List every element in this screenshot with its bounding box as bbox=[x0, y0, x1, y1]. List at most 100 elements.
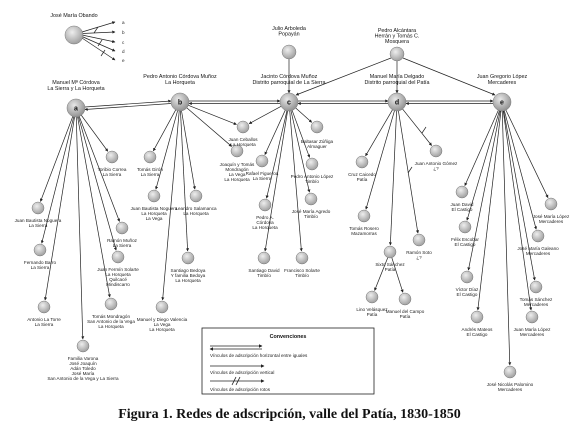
leaf-label-e1-line: El Castigo bbox=[452, 207, 473, 212]
leaf-label-a3-line: La Sierra bbox=[31, 265, 50, 270]
vertical-link-a-a6 bbox=[43, 116, 75, 301]
leaf-node-b5 bbox=[181, 251, 195, 265]
top-node-alcantara bbox=[389, 46, 405, 62]
top-label-alcantara-line: Pedro Alcántara bbox=[378, 28, 416, 34]
leaf-node-e9 bbox=[503, 365, 517, 379]
leaf-node-e5 bbox=[460, 270, 474, 284]
leaf-label-b3-line: La Horqueta bbox=[141, 211, 167, 216]
leaf-label-e4-line: José María Galeano bbox=[517, 246, 559, 251]
leaf-label-d3-line: Tomás Rosero bbox=[349, 226, 379, 231]
legend-horizontal-sample bbox=[209, 344, 263, 351]
leaf-label-c1-line: Baltasar Zúñiga bbox=[301, 139, 334, 144]
leaf-label-e2-line: José María López bbox=[533, 214, 570, 219]
leaf-label-a4-line: Ramón Muñoz bbox=[107, 238, 138, 243]
leaf-label-e7-line: Andrés Mateos bbox=[462, 327, 494, 332]
obando-link-a bbox=[81, 21, 116, 33]
leaf-label-b6-line: La Vega bbox=[154, 322, 171, 327]
leaf-label-e8-line: Mercaderes bbox=[520, 332, 545, 337]
obando-broken-mark bbox=[100, 49, 106, 57]
leaf-label-a5-line: Juan Fermín Solarte bbox=[97, 267, 139, 272]
leaf-label-a8-line: José María bbox=[72, 371, 95, 376]
hub-title-d-line: Distrito parroquial del Patía bbox=[364, 80, 429, 86]
obando-label-line: José María Obando bbox=[50, 13, 97, 19]
leaf-node-d7 bbox=[398, 292, 412, 306]
leaf-node-a1 bbox=[105, 150, 119, 164]
leaf-node-d1 bbox=[355, 155, 369, 169]
leaf-label-a8-line: Familia Varona bbox=[68, 356, 99, 361]
leaf-label-a5-line: Quilcacé bbox=[109, 277, 127, 282]
leaf-node-d3 bbox=[357, 209, 371, 223]
vertical-link-e-e3 bbox=[466, 110, 500, 221]
leaf-label-e7-line: El Castigo bbox=[467, 332, 488, 337]
legend-broken-sample bbox=[210, 376, 265, 386]
leaf-node-d2 bbox=[429, 144, 443, 158]
hub-node-a bbox=[66, 98, 86, 118]
leaf-label-a8-line: San Antonio de la Vega y La Sierra bbox=[47, 376, 119, 381]
leaf-label-c1-line: Almaguer bbox=[307, 144, 327, 149]
vertical-link-d5-d6 bbox=[374, 257, 389, 291]
leaf-label-c7-line: Francisco Solarte bbox=[284, 268, 320, 273]
vertical-link-a-a4 bbox=[78, 116, 120, 222]
legend-horizontal-label: Vínculos de adscripción horizontal entre… bbox=[210, 353, 308, 358]
leaf-label-d7-line: Patía bbox=[400, 314, 411, 319]
vertical-link-e-e9 bbox=[501, 110, 512, 366]
leaf-node-d6 bbox=[365, 290, 379, 304]
leaf-label-c3-line: Timbío bbox=[305, 179, 319, 184]
leaf-label-b1-line: Tomás Girón bbox=[137, 167, 163, 172]
top-label-arboleda-line: Popayán bbox=[278, 32, 299, 38]
leaf-label-c3-line: Pedro Antonio López bbox=[291, 174, 334, 179]
leaf-label-a2-line: La Sierra bbox=[29, 223, 48, 228]
hub-title-e-line: Mercaderes bbox=[488, 80, 517, 86]
leaf-node-e6 bbox=[529, 280, 543, 294]
leaf-label-d5-line: Sixto Sánchez bbox=[375, 262, 405, 267]
hub-title-c-line: Jacinto Córdova Muñoz bbox=[261, 74, 318, 80]
vertical-link-b-b1 bbox=[153, 109, 176, 152]
leaf-label-e9-line: Mercaderes bbox=[498, 387, 523, 392]
legend-title: Convenciones bbox=[270, 334, 307, 340]
leaf-label-b3-line: La Vega bbox=[146, 216, 163, 221]
vertical-link-c-c6 bbox=[263, 110, 288, 252]
hub-title-e-line: Juan Gregorio López bbox=[477, 74, 528, 80]
leaf-node-e3 bbox=[458, 220, 472, 234]
vertical-link-c-bc bbox=[248, 105, 282, 124]
top-label-arboleda-line: Julio Arboleda bbox=[272, 26, 306, 32]
leaf-label-e6-line: Tomás Sánchez bbox=[520, 297, 553, 302]
obando-link-d bbox=[81, 36, 116, 52]
vertical-link-c-c1 bbox=[295, 107, 313, 123]
leaf-node-d5 bbox=[383, 245, 397, 259]
hub-letter-e: e bbox=[500, 100, 504, 107]
leaf-label-e3-line: El Castigo bbox=[455, 242, 476, 247]
leaf-label-e4-line: Mercaderes bbox=[526, 251, 551, 256]
leaf-label-c4-line: Pedro A. bbox=[256, 215, 274, 220]
hub-node-c bbox=[279, 92, 299, 112]
vertical-link-d-d1 bbox=[365, 109, 393, 157]
horizontal-link-b-a bbox=[84, 103, 172, 111]
leaf-label-d4-line: Ramón Soto bbox=[406, 250, 432, 255]
leaf-label-a7-line: La Horqueta bbox=[98, 324, 124, 329]
vertical-link-a-a3 bbox=[40, 116, 75, 244]
leaf-label-a7-line: Tomás Mondragón bbox=[92, 314, 130, 319]
legend-broken-label: Vínculos de adscripción rotos bbox=[210, 387, 271, 392]
vertical-link-c-c2 bbox=[264, 110, 286, 155]
leaf-label-d2: Juan Antonio Gómez¿? bbox=[415, 161, 458, 171]
leaf-node-b2 bbox=[230, 144, 244, 158]
